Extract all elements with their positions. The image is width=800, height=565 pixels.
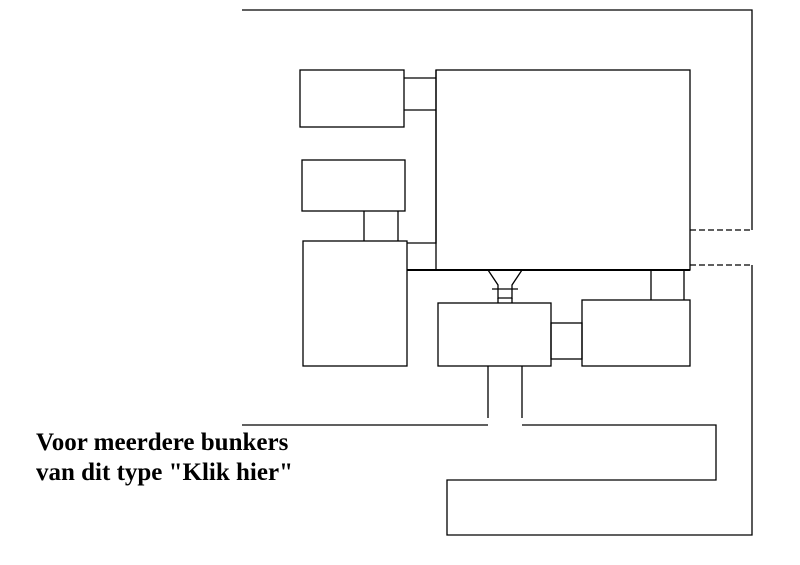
funnel-link bbox=[497, 298, 513, 303]
entrance-corridor bbox=[690, 229, 752, 266]
main-hall bbox=[435, 69, 691, 271]
room-lower-right bbox=[581, 299, 691, 367]
room-lower-left bbox=[302, 240, 408, 367]
room-lower-middle bbox=[437, 302, 552, 367]
room-middle-left bbox=[301, 159, 406, 212]
outer-wall bbox=[242, 9, 753, 536]
connector-top bbox=[404, 77, 436, 111]
caption-line-1: Voor meerdere bunkers bbox=[36, 429, 289, 456]
funnel-passage bbox=[487, 269, 523, 299]
connector-right bbox=[550, 322, 583, 360]
connector-middle bbox=[363, 211, 399, 241]
exit-corridor bbox=[487, 366, 523, 418]
caption-line-2: van dit type "Klik hier" bbox=[36, 459, 293, 486]
link-more-bunkers[interactable]: Voor meerdere bunkers van dit type "Klik… bbox=[36, 428, 293, 488]
room-top-left bbox=[299, 69, 405, 128]
connector-right-up bbox=[650, 270, 685, 300]
corridor-left bbox=[407, 70, 437, 244]
